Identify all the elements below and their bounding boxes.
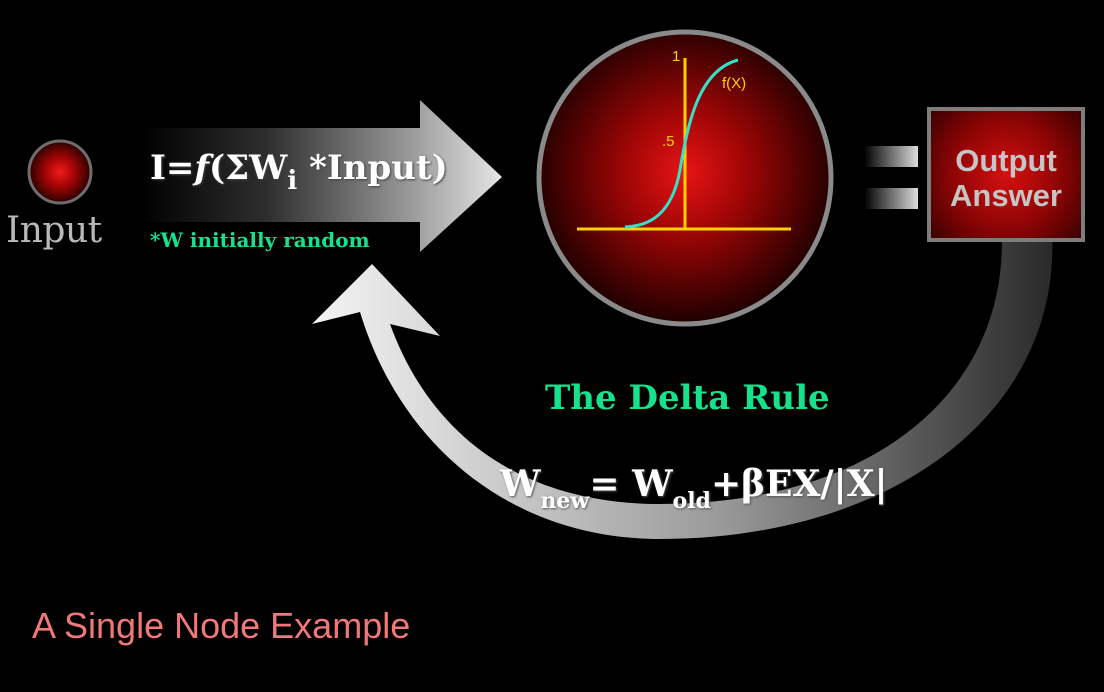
formula-subscript: i bbox=[287, 166, 298, 196]
formula-rest: *Input) bbox=[297, 148, 448, 188]
update-w-new: W bbox=[500, 463, 541, 505]
output-line1: Output bbox=[955, 143, 1057, 178]
output-line2: Answer bbox=[950, 178, 1062, 213]
update-eq: = W bbox=[589, 463, 673, 505]
forward-formula: I=f(ΣWi *Input) bbox=[150, 148, 448, 196]
output-node: Output Answer bbox=[927, 107, 1085, 242]
caption: A Single Node Example bbox=[32, 605, 411, 646]
update-formula: Wnew= Wold+βEX/|X| bbox=[500, 463, 888, 514]
update-sub-new: new bbox=[540, 488, 590, 514]
update-rest: +βEX/|X| bbox=[710, 463, 888, 505]
equals-bar-bottom bbox=[864, 188, 918, 209]
forward-arrow bbox=[140, 100, 502, 252]
input-node bbox=[27, 139, 93, 205]
sigmoid-curve bbox=[624, 58, 739, 229]
plot-y-mid-label: .5 bbox=[662, 133, 675, 150]
formula-function: f bbox=[194, 148, 210, 188]
delta-rule-title: The Delta Rule bbox=[545, 378, 830, 418]
plot-y-max-label: 1 bbox=[672, 48, 681, 65]
formula-sum: (ΣW bbox=[209, 148, 288, 188]
equals-bar-top bbox=[864, 146, 918, 167]
update-sub-old: old bbox=[672, 488, 711, 514]
input-label: Input bbox=[6, 210, 102, 251]
init-note: *W initially random bbox=[150, 228, 370, 252]
formula-lhs: I= bbox=[150, 148, 195, 188]
output-text: Output Answer bbox=[931, 143, 1081, 213]
plot-curve-label: f(X) bbox=[722, 75, 747, 92]
